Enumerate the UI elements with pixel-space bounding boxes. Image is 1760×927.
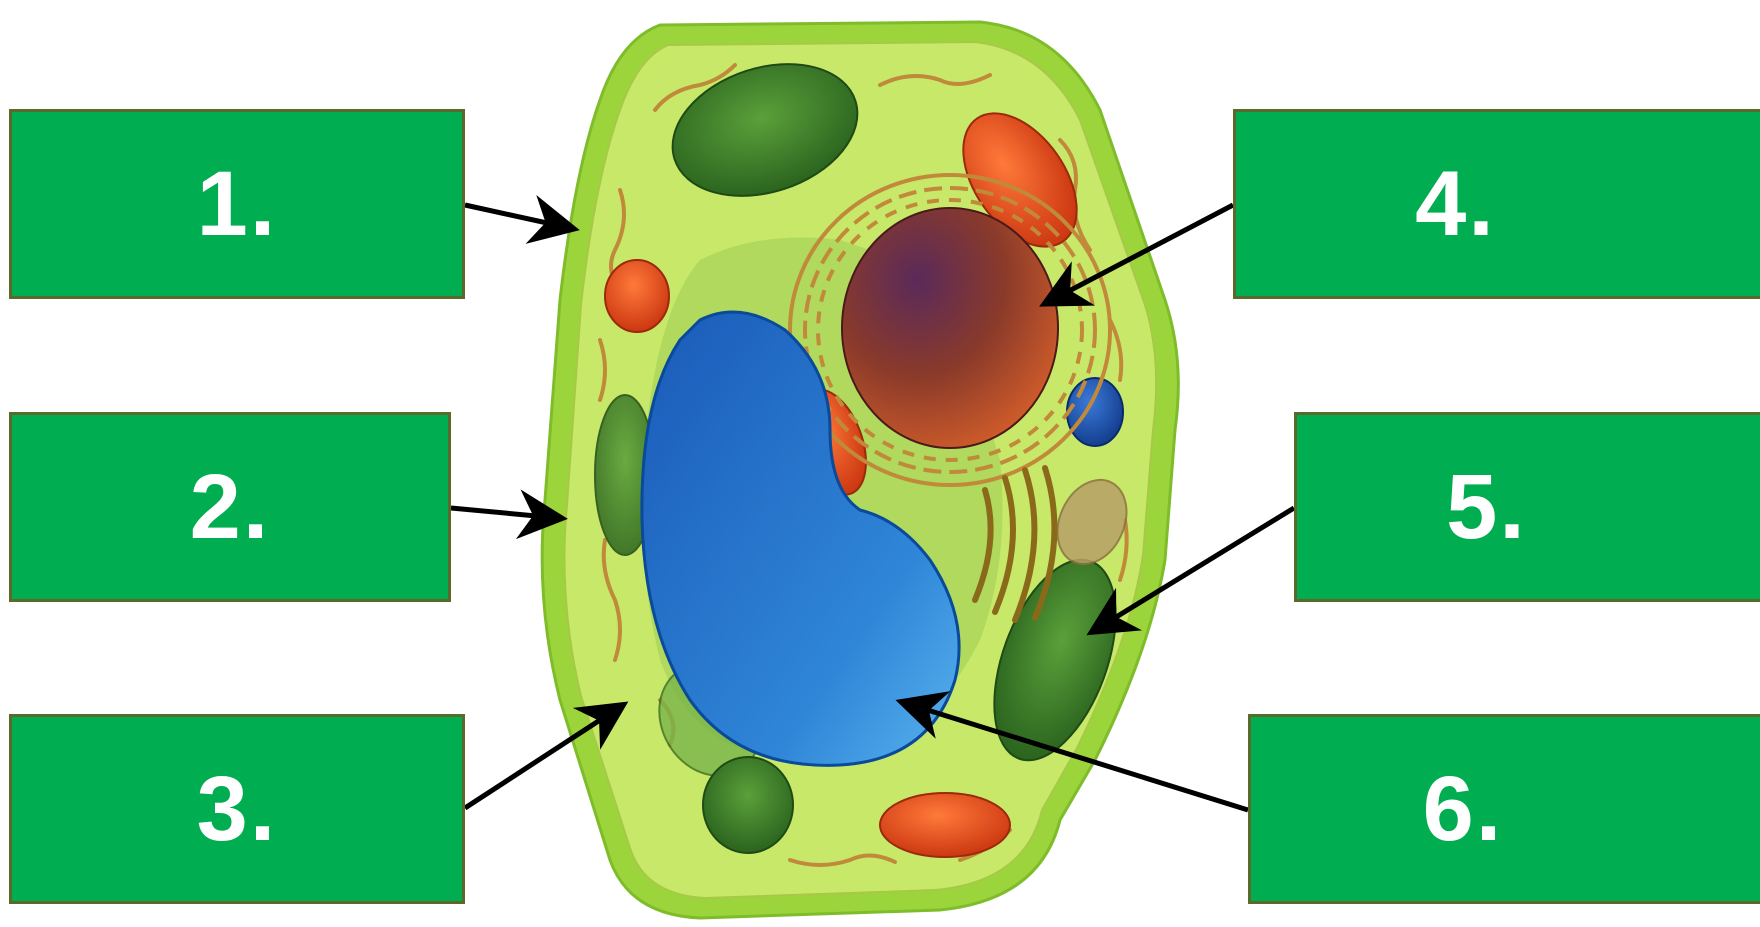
arrow-1 bbox=[465, 205, 570, 228]
label-text-1: 1. bbox=[197, 152, 278, 257]
mitochondrion bbox=[880, 793, 1010, 857]
label-text-3: 3. bbox=[197, 757, 278, 862]
label-text-5: 5. bbox=[1446, 455, 1527, 560]
label-text-4: 4. bbox=[1415, 152, 1496, 257]
label-box-3[interactable]: 3. bbox=[9, 714, 465, 904]
mitochondrion bbox=[605, 260, 669, 332]
label-box-6[interactable]: 6. bbox=[1248, 714, 1760, 904]
label-text-6: 6. bbox=[1423, 757, 1504, 862]
arrow-2 bbox=[451, 508, 558, 518]
label-box-1[interactable]: 1. bbox=[9, 109, 465, 299]
nucleus bbox=[842, 208, 1058, 448]
label-box-5[interactable]: 5. bbox=[1294, 412, 1760, 602]
chloroplast bbox=[703, 757, 793, 853]
label-box-2[interactable]: 2. bbox=[9, 412, 451, 602]
vesicle bbox=[1067, 378, 1123, 446]
label-text-2: 2. bbox=[190, 455, 271, 560]
label-box-4[interactable]: 4. bbox=[1233, 109, 1760, 299]
